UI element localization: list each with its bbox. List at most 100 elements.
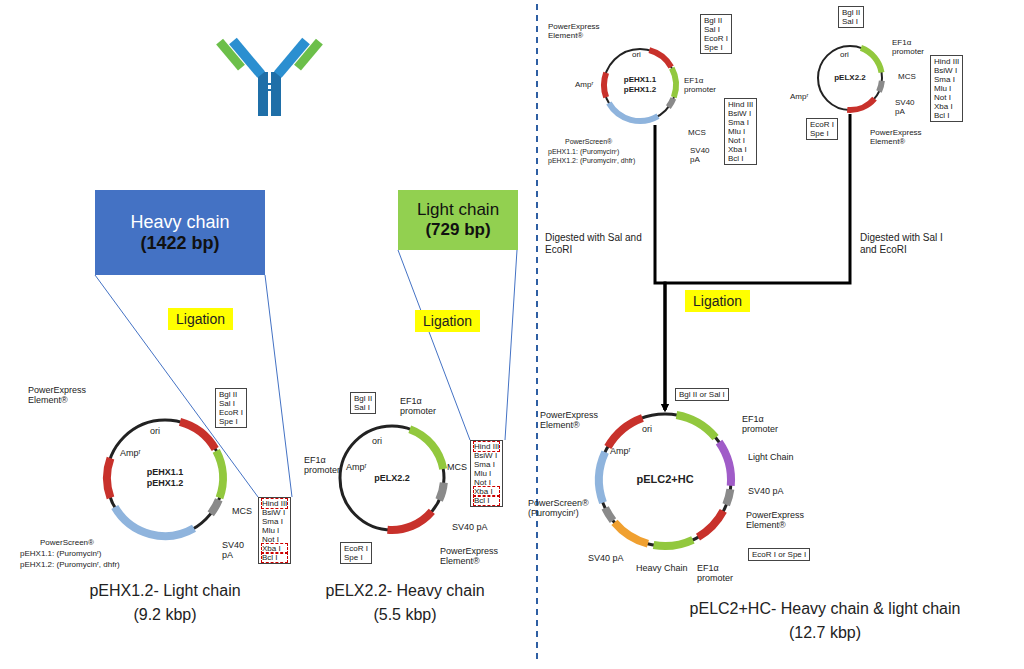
restriction-site: Sal I (219, 399, 243, 408)
restriction-site: EcoR I (704, 34, 728, 43)
restriction-site: Xba I (474, 487, 499, 496)
ligation-text: Ligation (693, 293, 742, 309)
plasmid-name: pELC2+HC (630, 473, 700, 486)
restriction-site: Sma I (934, 75, 959, 84)
plasmid-map: pELX2.2 (336, 422, 448, 534)
map-label: SV40 pA (222, 540, 252, 561)
map-label: pEHX1.1: (Puromycinʳ) (548, 148, 619, 156)
map-label: EF1α promoter (304, 455, 350, 476)
restriction-site: BsiW I (474, 451, 499, 460)
restriction-site-box: EcoR ISpe I (806, 118, 838, 140)
map-label: ori (372, 436, 382, 446)
restriction-site: Bgl II or Sal I (679, 390, 725, 399)
divider-line (536, 4, 538, 664)
map-label: ori (840, 50, 849, 59)
map-label: EF1α promoter (892, 38, 928, 56)
map-label: SV40 pA (748, 486, 784, 496)
map-label: MCS (232, 506, 252, 516)
map-label: PowerExpress Element® (440, 546, 510, 567)
restriction-site-box: EcoR ISpe I (340, 542, 372, 564)
ligation-label: Ligation (415, 310, 480, 332)
map-label: Digested with Sal I and EcoRI (860, 232, 960, 255)
map-label: Light Chain (748, 452, 794, 462)
map-label: Ampʳ (120, 448, 141, 458)
restriction-site: Not I (262, 535, 287, 544)
map-label: SV40 pA (895, 98, 923, 116)
caption-text: pELX2.2- Heavy chain (325, 582, 484, 600)
restriction-site: Bgl II (842, 8, 860, 17)
antibody-icon (216, 38, 323, 116)
map-label: EF1α promoter (742, 414, 786, 435)
map-label: ori (642, 424, 652, 434)
restriction-site-box: Bgl IISal IEcoR ISpe I (215, 388, 247, 428)
restriction-site: EcoR I (219, 408, 243, 417)
plasmid-name: pELX2.2 (367, 473, 417, 484)
restriction-site: Mlu I (262, 526, 287, 535)
restriction-site: Bgl II (219, 390, 243, 399)
map-label: pEHX1.2: (Puromycinʳ, dhfr) (548, 157, 635, 165)
gene-size: (729 bp) (425, 220, 490, 240)
restriction-site-box: Bgl IISal IEcoR ISpe I (700, 14, 732, 54)
restriction-site: Sal I (354, 403, 372, 412)
restriction-site: Hind III (728, 100, 753, 109)
restriction-site-box: Hind IIIBsiW ISma IMlu INot IXba IBcl I (258, 497, 291, 564)
restriction-site: Bgl II (704, 16, 728, 25)
map-label: PowerExpress Element® (746, 510, 806, 531)
restriction-site-box: Bgl IISal I (350, 392, 376, 414)
restriction-site: Spe I (344, 553, 368, 562)
restriction-site: Not I (934, 93, 959, 102)
map-label: ori (150, 426, 160, 436)
plasmid-map: pELX2.2 (814, 42, 886, 114)
restriction-site-box: Hind IIIBsiW ISma IMlu INot IXba IBcl I (724, 98, 757, 165)
caption-text: (5.5 kbp) (373, 606, 436, 624)
gene-box: Light chain(729 bp) (398, 190, 518, 250)
restriction-site: Xba I (934, 102, 959, 111)
map-label: PowerScreen® (Puromycinʳ) (528, 498, 592, 519)
restriction-site: Spe I (704, 43, 728, 52)
restriction-site: Bcl I (934, 111, 959, 120)
restriction-site-box: Hind IIIBsiW ISma IMlu INot IXba IBcl I (470, 440, 503, 507)
map-label: Heavy Chain (636, 563, 688, 573)
restriction-site-box: Bgl II or Sal I (675, 388, 729, 401)
map-label: Ampʳ (610, 446, 631, 456)
gene-size: (1422 bp) (140, 233, 219, 254)
restriction-site: Xba I (728, 145, 753, 154)
restriction-site: Hind III (934, 57, 959, 66)
restriction-site: Xba I (262, 544, 287, 553)
restriction-site: Bgl II (354, 394, 372, 403)
restriction-site: Sma I (262, 517, 287, 526)
gene-name: Heavy chain (130, 212, 229, 233)
process-arrow (665, 114, 850, 410)
map-label: Ampʳ (575, 80, 593, 89)
restriction-site: Spe I (219, 417, 243, 426)
map-label: pEHX1.2: (Puromycinʳ, dhfr) (20, 560, 120, 569)
caption-text: pEHX1.2- Light chain (89, 582, 240, 600)
ligation-label: Ligation (168, 308, 233, 330)
restriction-site: Hind III (262, 499, 287, 508)
restriction-site: Mlu I (474, 469, 499, 478)
map-label: SV40 pA (452, 522, 492, 532)
map-label: SV40 pA (690, 146, 716, 164)
map-label: PowerScreen® (40, 538, 94, 547)
restriction-site: BsiW I (728, 109, 753, 118)
gene-name: Light chain (417, 200, 499, 220)
restriction-site: Sma I (474, 460, 499, 469)
restriction-site: Mlu I (934, 84, 959, 93)
map-label: PowerScreen® (565, 138, 612, 146)
restriction-site: Sal I (704, 25, 728, 34)
restriction-site: Not I (474, 478, 499, 487)
restriction-site: Bcl I (474, 496, 499, 505)
map-label: pEHX1.1: (Puromycinʳ) (20, 549, 102, 558)
restriction-site: Spe I (810, 129, 834, 138)
restriction-site: Bcl I (262, 553, 287, 562)
restriction-site: BsiW I (934, 66, 959, 75)
map-label: Ampʳ (346, 462, 367, 472)
map-label: EF1α promoter (400, 396, 440, 417)
map-label: PowerExpress Element® (28, 385, 94, 406)
map-label: MCS (898, 72, 916, 81)
restriction-site: Hind III (474, 442, 499, 451)
map-label: EF1α promoter (684, 76, 720, 94)
restriction-site: EcoR I (344, 544, 368, 553)
caption-text: (9.2 kbp) (133, 606, 196, 624)
